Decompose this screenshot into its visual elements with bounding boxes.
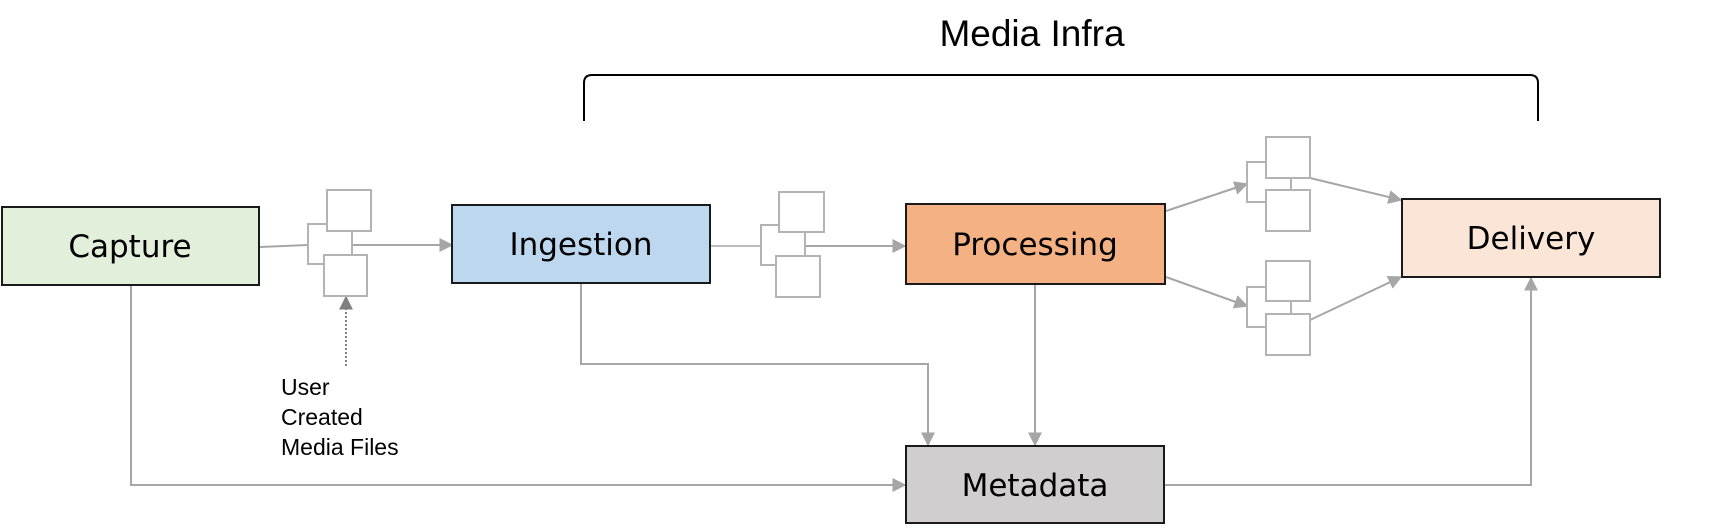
media-files-icon [1246, 136, 1311, 232]
media-files-icon [307, 189, 372, 297]
connector-upper-files-to-delivery [1309, 177, 1403, 204]
stage-processing-label: Processing [952, 227, 1118, 263]
connector-capture-to-metadata [130, 286, 907, 492]
media-infra-bracket [583, 74, 1539, 121]
connector-ingestion-to-metadata [580, 284, 935, 447]
stage-delivery-label: Delivery [1467, 221, 1596, 257]
note-line: User [281, 374, 330, 400]
connector-processing-to-upper-files [1165, 181, 1249, 212]
media-files-icon [1246, 260, 1311, 356]
media-files-icon [760, 191, 825, 298]
stage-processing: Processing [905, 203, 1166, 285]
note-line: Created [281, 404, 363, 430]
user-created-media-files-note: User Created Media Files [281, 374, 399, 460]
stage-capture: Capture [1, 206, 260, 286]
stage-delivery: Delivery [1401, 198, 1661, 278]
stage-metadata: Metadata [905, 445, 1165, 524]
connector-capture-to-files [259, 244, 309, 248]
connector-lower-files-to-delivery [1309, 276, 1403, 321]
stage-ingestion-label: Ingestion [509, 227, 652, 263]
connector-metadata-to-delivery [1165, 276, 1538, 486]
stage-metadata-label: Metadata [962, 468, 1109, 504]
stage-capture-label: Capture [68, 229, 191, 265]
connector-processing-to-lower-files [1165, 276, 1249, 309]
stage-ingestion: Ingestion [451, 204, 711, 284]
media-infra-title: Media Infra [939, 13, 1125, 54]
note-line: Media Files [281, 434, 399, 460]
